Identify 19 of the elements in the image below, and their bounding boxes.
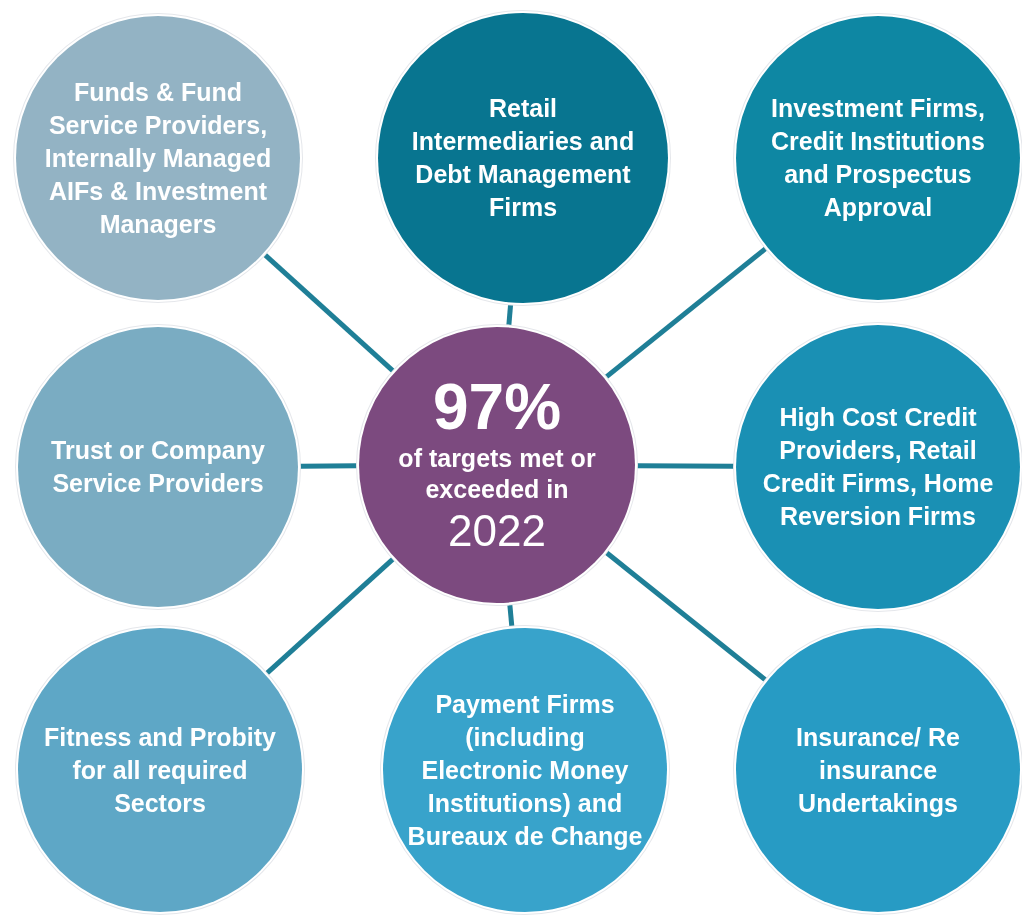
connector-line xyxy=(637,463,734,469)
sector-label: High Cost Credit Providers, Retail Credit Firms, Home Reversion Firms xyxy=(761,402,995,532)
connector-line xyxy=(265,557,395,676)
sector-label: Funds & Fund Service Providers, Internally Managed AIFs & Investment Managers xyxy=(43,76,273,240)
connector-line xyxy=(506,304,514,326)
connector-line xyxy=(507,604,515,627)
connector-line xyxy=(604,550,768,682)
stat-value: 97% xyxy=(432,372,562,443)
sector-label: Insurance/ Re insurance Undertakings xyxy=(795,721,961,819)
sector-label: Fitness and Probity for all required Sectors xyxy=(43,721,277,819)
stat-caption: of targets met or exceeded in xyxy=(397,442,597,505)
connector-line xyxy=(604,246,768,380)
sector-label: Trust or Company Service Providers xyxy=(50,435,266,499)
sector-label: Retail Intermediaries and Debt Management Firms xyxy=(410,93,636,223)
stat-value: 2022 xyxy=(448,505,546,558)
sector-label: Investment Firms, Credit Institutions and Prospectus Approval xyxy=(770,93,986,223)
sector-label: Payment Firms (including Electronic Money Institutions) and Bureaux de Change xyxy=(407,688,643,852)
connector-line xyxy=(263,252,395,373)
connector-line xyxy=(300,463,357,469)
